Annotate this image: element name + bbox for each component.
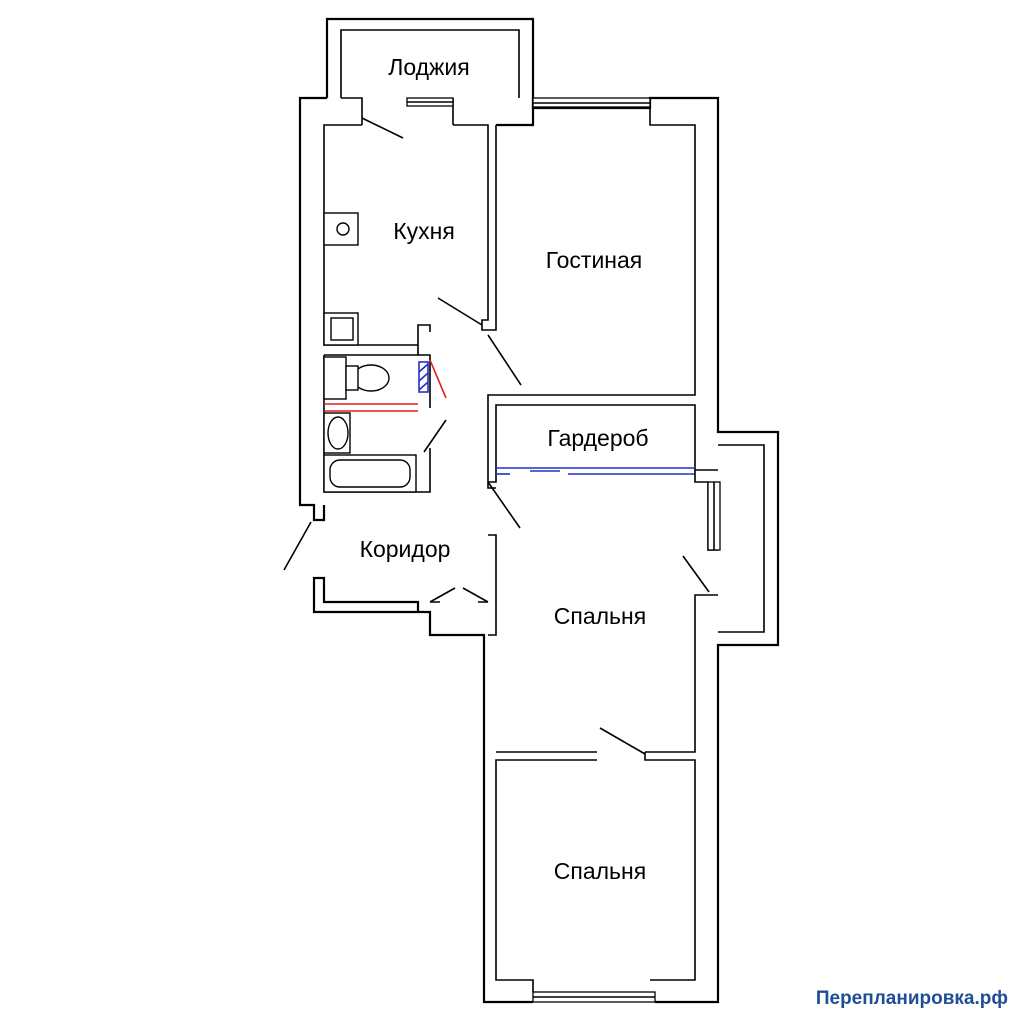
bedroom-door (487, 481, 521, 529)
watermark-text: Перепланировка.рф (815, 988, 1008, 1009)
kitchen: Кухня (323, 117, 497, 346)
corridor-label: Коридор (360, 536, 451, 562)
corridor: Коридор (283, 481, 521, 636)
balcony-door (682, 555, 710, 593)
bedroom-2-door (599, 727, 646, 755)
loggia: Лоджия (325, 17, 535, 125)
kitchen-loggia-door (361, 117, 404, 139)
outer-walls (298, 96, 780, 1004)
kitchen-label: Кухня (393, 218, 455, 244)
bedrooms: Спальня Спальня (554, 603, 646, 884)
bathroom-door (423, 419, 447, 453)
loggia-label: Лоджия (388, 54, 470, 80)
closet-door-left (429, 587, 456, 603)
sink-icon (323, 212, 359, 246)
toilet-tank (323, 356, 347, 400)
side-window (682, 444, 765, 633)
entrance-door (283, 521, 312, 571)
bedroom-1-label: Спальня (554, 603, 646, 629)
closet-door-right (462, 587, 489, 603)
new-partition (418, 361, 429, 393)
living-room-label: Гостиная (546, 247, 643, 273)
demolished-door (429, 359, 447, 399)
wardrobe-label: Гардероб (547, 425, 648, 451)
bedroom-2-label: Спальня (554, 858, 646, 884)
wardrobe: Гардероб (487, 394, 718, 483)
bathroom (323, 345, 447, 493)
living-room-door (487, 334, 522, 386)
kitchen-door (437, 297, 483, 326)
